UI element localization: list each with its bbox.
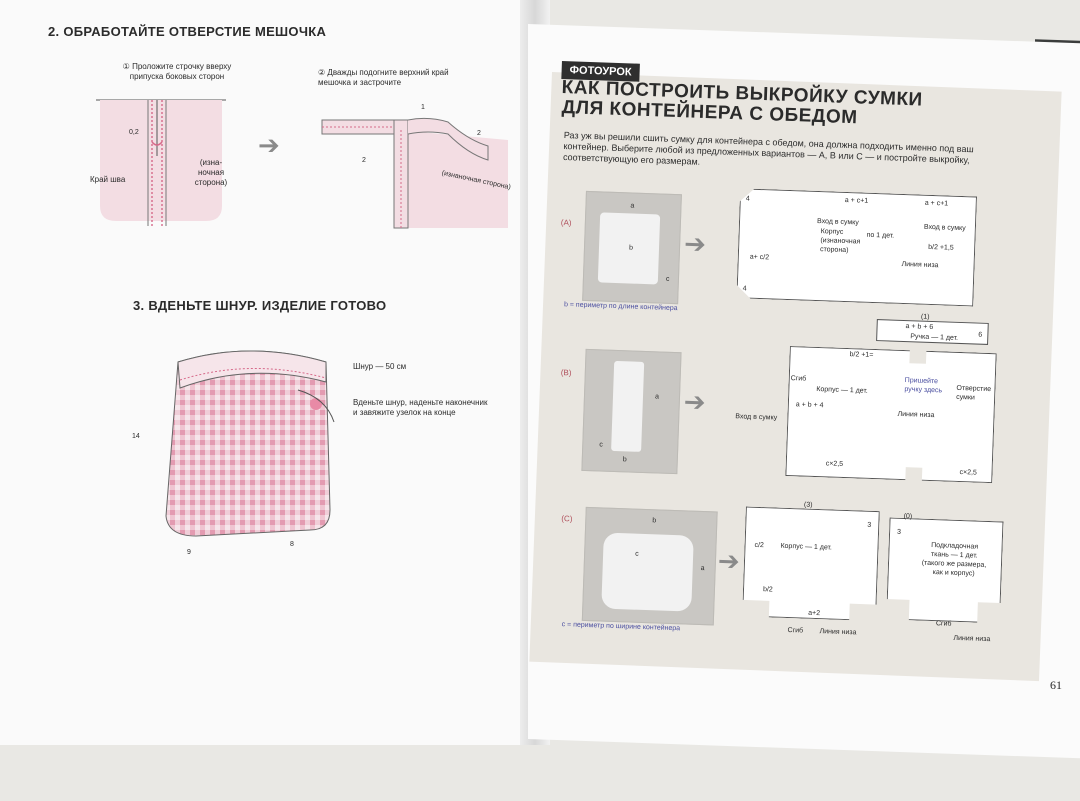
arrow-right-icon: ➔ [258, 130, 280, 160]
variant-b-pattern [785, 346, 996, 483]
c-c2: c/2 [754, 541, 764, 550]
a-left: a+ c/2 [749, 253, 770, 262]
container-b [611, 360, 645, 452]
photo-a-c: c [665, 275, 670, 283]
left-page: 2. ОБРАБОТАЙТЕ ОТВЕРСТИЕ МЕШОЧКА ① Проло… [0, 0, 540, 745]
photo-a-b: b [628, 244, 634, 252]
a-4a: 4 [745, 195, 750, 203]
step2-heading: 2. ОБРАБОТАЙТЕ ОТВЕРСТИЕ МЕШОЧКА [48, 24, 327, 39]
b-bottom: Линия низа [897, 410, 935, 420]
arrow-c-icon: ➔ [717, 545, 741, 577]
variant-a-label: (А) [560, 218, 572, 228]
step3-heading: 3. ВДЕНЬТЕ ШНУР. ИЗДЕЛИЕ ГОТОВО [133, 298, 387, 313]
variant-c: (С) b c a c = периметр по ширине контейн… [555, 500, 1010, 666]
b-handle-top: (1) [920, 313, 930, 321]
seam-figure [96, 96, 226, 226]
label-0-2: 0,2 [129, 129, 139, 136]
photo-c-a: a [700, 564, 705, 573]
c-bottom1: Линия низа [819, 628, 857, 637]
dim-9: 9 [187, 549, 191, 556]
b-frac-top: b/2 +1= [849, 351, 874, 359]
step2-note-2: ② Дважды подогните верхний край мешочка … [318, 68, 449, 87]
label-2a: 2 [477, 130, 481, 137]
cord-note: Вденьте шнур, наденьте наконечник и завя… [353, 398, 488, 417]
a-top-2: a + c+1 [924, 199, 949, 208]
c-s3b: 3 [867, 521, 872, 529]
b-entry: Вход в сумку [735, 413, 778, 422]
bag-figure [150, 340, 350, 560]
c-body: Корпус — 1 дет. [780, 542, 833, 552]
seam-illustration [96, 99, 226, 226]
c-s3c: 3 [896, 528, 902, 536]
label-wrong-side-1: (изна- ночная сторона) [194, 158, 228, 187]
photo-b-a: a [654, 393, 660, 401]
cord-label: Шнур — 50 см [353, 362, 407, 371]
hem-illustration [321, 117, 508, 229]
a-top-1: a + c+1 [844, 196, 869, 205]
c-b2: b/2 [762, 586, 773, 594]
variant-a: (А) a b c b = периметр по длине контейне… [555, 190, 999, 335]
variant-c-label: (С) [561, 514, 573, 524]
c-lining: Подкладочная ткань — 1 дет. (такого же р… [921, 541, 987, 578]
photo-c-c: c [635, 550, 639, 558]
a-bottom: Линия низа [901, 260, 939, 270]
b-handle: Ручка — 1 дет. [910, 333, 959, 342]
b-c25b: c×2,5 [959, 469, 977, 477]
a-entry-1: Вход в сумку [816, 217, 859, 227]
b-c25a: c×2,5 [825, 460, 844, 468]
dim-8: 8 [290, 541, 294, 548]
b-attach: Пришейте ручку здесь [904, 377, 943, 395]
arrow-b-icon: ➔ [683, 386, 707, 418]
bag-illustration [165, 350, 335, 537]
container-c [601, 532, 694, 612]
photo-b-c: c [599, 441, 603, 449]
photo-c-b: b [652, 517, 657, 525]
c-s0: (0) [903, 513, 913, 521]
b-body: Корпус — 1 дет. [816, 385, 868, 395]
c-a2: a+2 [808, 609, 821, 618]
variant-c-body-pattern [742, 506, 880, 621]
label-2b: 2 [362, 157, 366, 164]
a-entry-2: Вход в сумку [923, 223, 966, 233]
c-s3: (3) [803, 501, 813, 509]
a-one: по 1 дет. [866, 231, 895, 240]
a-frac: b/2 +1,5 [928, 243, 954, 252]
variant-c-photo: b c a [581, 506, 718, 626]
c-fold2: Сгиб [935, 620, 952, 628]
label-seam-edge: Край шва [90, 175, 126, 184]
b-fold: Сгиб [790, 375, 807, 383]
a-body: Корпус (изнаночная сторона) [819, 228, 861, 255]
variant-b: (В) a b c ➔ Вход в сумку (1) a + b + 6 Р… [555, 314, 1000, 503]
variant-b-label: (В) [560, 368, 572, 378]
photo-b-b: b [622, 456, 627, 464]
page-number: 61 [1050, 678, 1062, 692]
variant-a-photo: a b c [582, 190, 682, 305]
label-1: 1 [421, 104, 425, 111]
variant-b-photo: a b c [581, 348, 682, 475]
dim-14: 14 [132, 433, 140, 440]
photo-a-a: a [630, 202, 635, 210]
c-bottom2: Линия низа [953, 634, 991, 644]
a-4b: 4 [742, 285, 747, 293]
b-opening: Отверстие сумки [956, 384, 992, 402]
b-handle-dim: a + b + 6 [905, 323, 934, 332]
hem-figure [318, 100, 508, 230]
b-handle-6: 6 [978, 331, 983, 339]
c-fold1: Сгиб [787, 627, 804, 635]
arrow-a-icon: ➔ [683, 228, 707, 260]
step2-note-1: ① Проложите строчку вверху припуска боко… [122, 62, 232, 81]
b-abplus: a + b + 4 [795, 401, 824, 410]
